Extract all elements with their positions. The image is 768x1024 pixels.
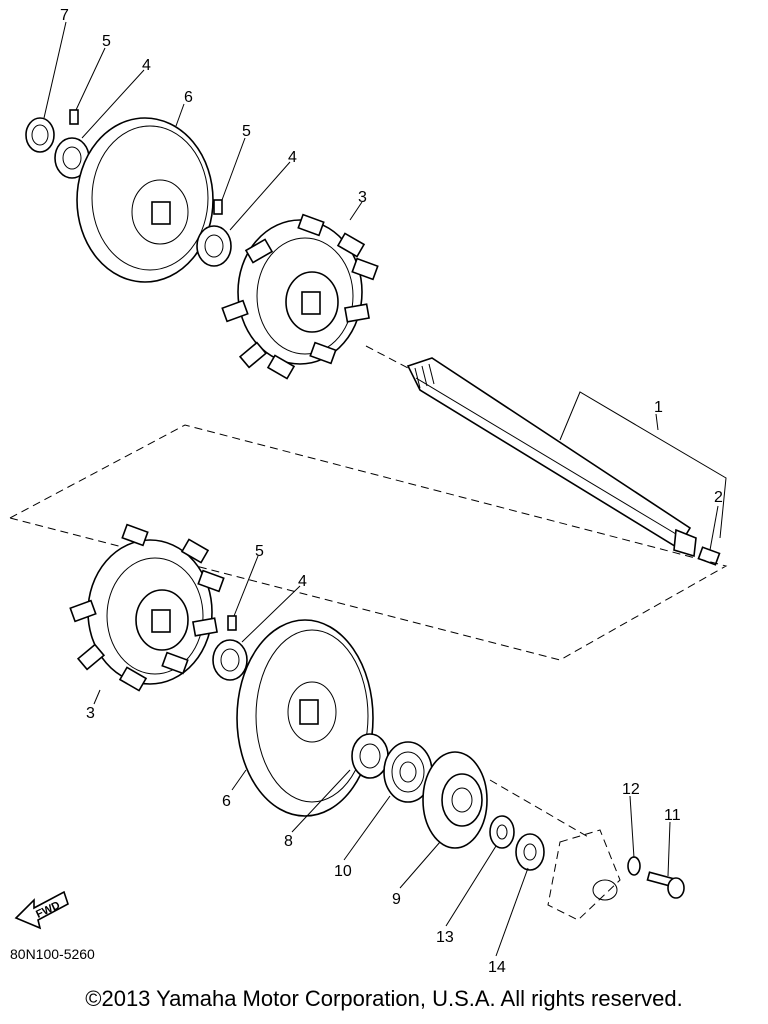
assembly-outline [8, 424, 728, 661]
part-5-setscrew-top [69, 109, 79, 125]
part-3-sprocket-lower [69, 523, 225, 692]
part-11-bolt [646, 871, 685, 899]
part-2-shaft-pin [697, 546, 721, 566]
part-number-11: 11 [664, 807, 681, 824]
part-10-bearing [383, 741, 433, 803]
part-number-1: 1 [654, 399, 663, 416]
part-number-6-lower: 6 [222, 793, 231, 810]
part-number-6-upper: 6 [184, 89, 193, 106]
part-1-bracket [559, 391, 727, 539]
part-4-collar-top [54, 137, 90, 179]
fwd-label: FWD [34, 899, 62, 920]
copyright-notice: ©2013 Yamaha Motor Corporation, U.S.A. A… [85, 986, 683, 1011]
part-number-8: 8 [284, 833, 293, 850]
part-number-5-low: 5 [255, 543, 264, 560]
part-number-2: 2 [714, 489, 723, 506]
part-8-spacer [351, 733, 389, 779]
part-number-4-low: 4 [298, 573, 307, 590]
part-6-idler-wheel-upper [76, 117, 214, 283]
part-5-setscrew-low [227, 615, 237, 631]
part-number-9: 9 [392, 891, 401, 908]
part-number-4-top: 4 [142, 57, 151, 74]
part-number-10: 10 [334, 863, 352, 880]
assembly-line-upper [365, 345, 409, 369]
part-number-3-lower: 3 [86, 705, 95, 722]
drawing-code: 80N100-5260 [10, 946, 95, 962]
part-6-idler-wheel-lower [236, 619, 374, 817]
fwd-direction-arrow: FWD [14, 890, 69, 930]
frame-bracket-plate [547, 829, 621, 921]
part-12-lock-washer [627, 856, 641, 876]
part-4-collar-low [212, 639, 248, 681]
part-9-bearing-housing [422, 751, 488, 849]
part-number-7: 7 [60, 7, 69, 24]
part-3-sprocket-upper [221, 213, 379, 380]
part-number-12: 12 [622, 781, 640, 798]
assembly-line-lower [489, 779, 591, 839]
part-number-14: 14 [488, 959, 506, 976]
part-4-collar-mid [196, 225, 232, 267]
part-5-setscrew-mid [213, 199, 223, 215]
part-number-5-top: 5 [102, 33, 111, 50]
part-number-4-mid: 4 [288, 149, 297, 166]
part-number-3-upper: 3 [358, 189, 367, 206]
part-7-bushing [25, 117, 55, 153]
part-1-drive-shaft [406, 357, 697, 558]
part-number-5-mid: 5 [242, 123, 251, 140]
part-14-nut [515, 833, 545, 871]
leader-lines [43, 21, 719, 957]
part-number-13: 13 [436, 929, 454, 946]
part-13-washer [489, 815, 515, 849]
